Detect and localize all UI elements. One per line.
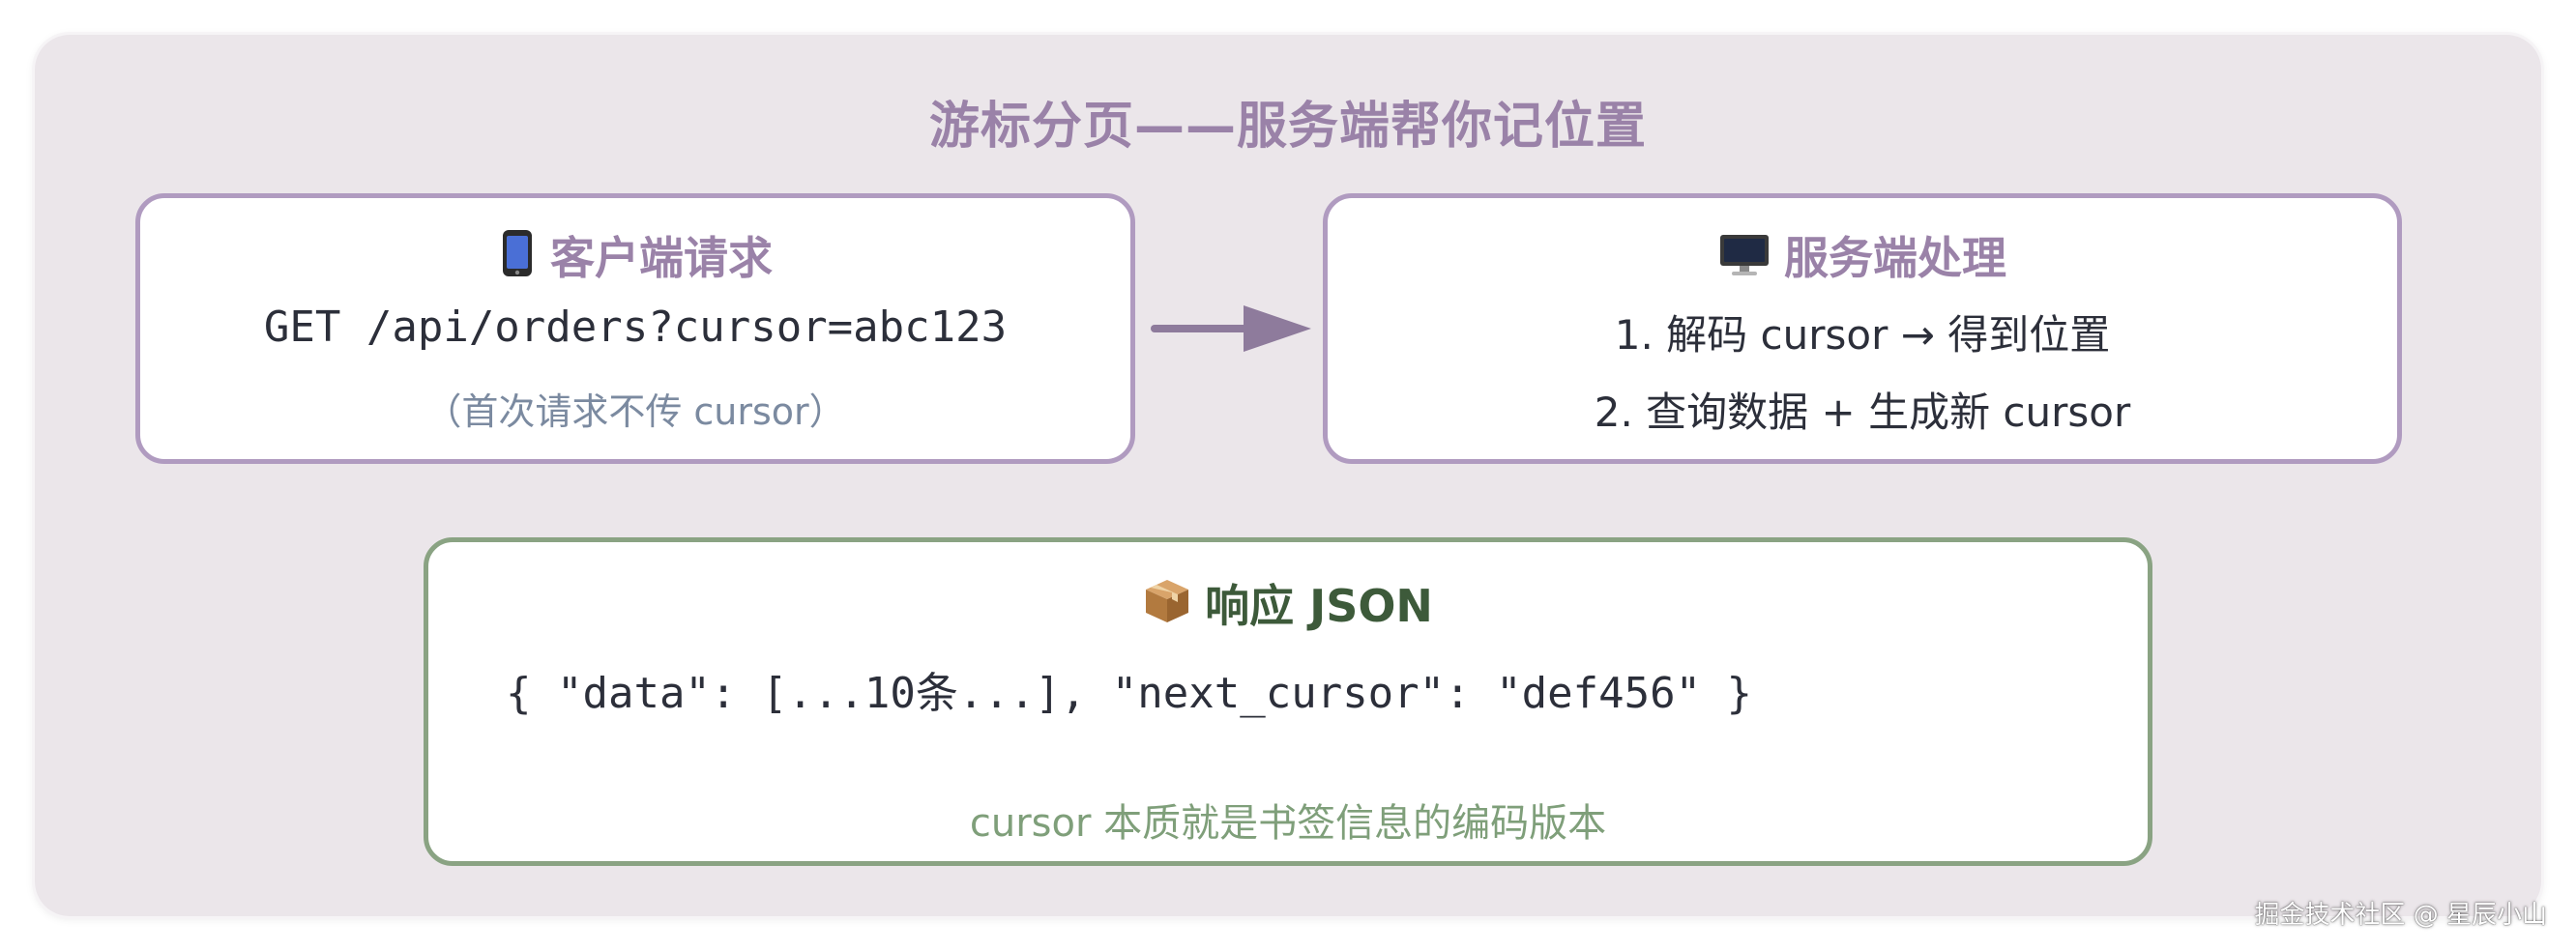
client-request-note: （首次请求不传 cursor）	[424, 390, 846, 433]
mobile-phone-icon	[498, 229, 537, 288]
client-request-url: GET /api/orders?cursor=abc123	[263, 303, 1008, 352]
server-process-box: 服务端处理 1. 解码 cursor → 得到位置 2. 查询数据 + 生成新 …	[1323, 193, 2402, 464]
response-note: cursor 本质就是书签信息的编码版本	[969, 801, 1607, 846]
server-heading-label: 服务端处理	[1784, 232, 2006, 284]
response-json-example: { "data": [...10条...], "next_cursor": "d…	[506, 669, 1753, 718]
server-step-1: 1. 解码 cursor → 得到位置	[1614, 311, 2111, 359]
client-request-box: 客户端请求 GET /api/orders?cursor=abc123 （首次请…	[135, 193, 1135, 464]
response-heading: 响应 JSON	[428, 571, 2148, 636]
client-heading: 客户端请求	[140, 223, 1130, 288]
desktop-computer-icon	[1718, 233, 1771, 288]
watermark-text: 掘金技术社区 @ 星辰小山	[2254, 901, 2547, 930]
server-step-2: 2. 查询数据 + 生成新 cursor	[1594, 389, 2131, 436]
response-json-box: 响应 JSON { "data": [...10条...], "next_cur…	[424, 537, 2152, 866]
response-heading-label: 响应 JSON	[1205, 580, 1433, 632]
server-heading: 服务端处理	[1328, 223, 2397, 288]
client-heading-label: 客户端请求	[550, 232, 773, 284]
flow-arrow	[1151, 305, 1311, 352]
package-icon	[1143, 577, 1191, 636]
diagram-title: 游标分页——服务端帮你记位置	[928, 98, 1647, 156]
